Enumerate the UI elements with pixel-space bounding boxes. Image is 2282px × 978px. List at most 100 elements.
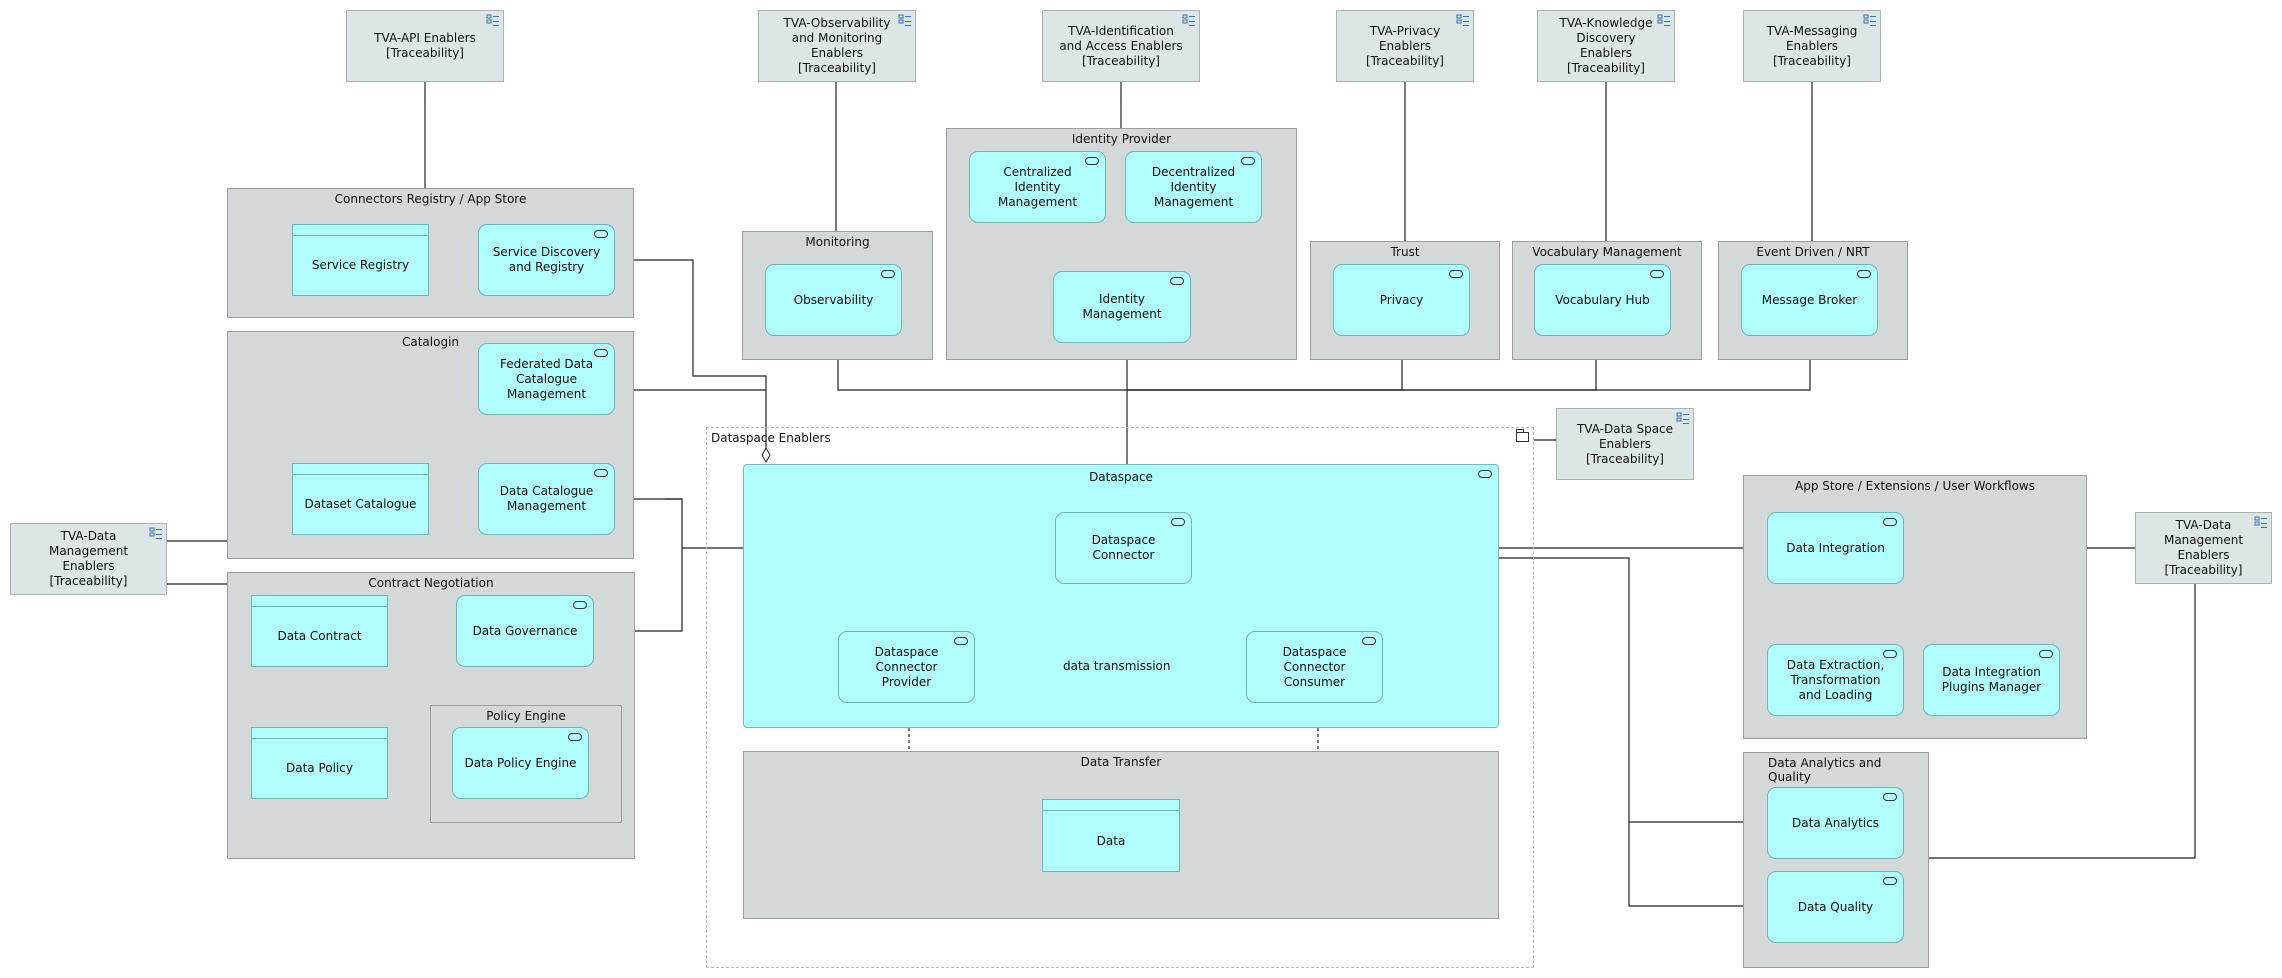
tva-identification-enablers[interactable]: TVA-Identification and Access Enablers [… [1042, 10, 1200, 82]
data-governance-label: Data Governance [472, 623, 578, 638]
data-quality-label: Data Quality [1797, 899, 1874, 914]
service-data-etl[interactable]: Data Extraction, Transformation and Load… [1767, 644, 1904, 716]
requirement-icon [1676, 412, 1689, 424]
service-icon [1883, 793, 1897, 801]
service-icon [1171, 518, 1185, 526]
tva-dataspace-enablers[interactable]: TVA-Data Space Enablers [Traceability] [1556, 408, 1694, 480]
data-integration-plugins-label: Data Integration Plugins Manager [1941, 665, 2042, 694]
group-event-driven-title: Event Driven / NRT [1756, 245, 1870, 259]
data-object-service-registry[interactable]: Service Registry [292, 224, 429, 296]
link-dm-right-analytics [1929, 584, 2196, 859]
tva-data-management-right-label: TVA-Data Management Enablers [Traceabili… [2163, 518, 2244, 577]
service-data-governance[interactable]: Data Governance [456, 595, 594, 667]
service-icon [954, 637, 968, 645]
data-policy-engine-label: Data Policy Engine [464, 755, 577, 770]
group-monitoring-title: Monitoring [805, 235, 870, 249]
tva-dataspace-enablers-label: TVA-Data Space Enablers [Traceability] [1576, 421, 1674, 466]
service-decentralized-identity[interactable]: Decentralized Identity Management [1125, 151, 1262, 223]
requirement-icon [1863, 14, 1876, 26]
service-icon [594, 469, 608, 477]
service-data-catalogue-management[interactable]: Data Catalogue Management [478, 463, 615, 535]
data-transmission-label: data transmission [1061, 659, 1173, 673]
message-broker-label: Message Broker [1761, 292, 1858, 307]
identity-management-label: Identity Management [1082, 292, 1162, 321]
service-privacy[interactable]: Privacy [1333, 264, 1470, 336]
data-catalogue-management-label: Data Catalogue Management [499, 484, 594, 513]
service-icon [2039, 650, 2053, 658]
requirement-icon [149, 527, 162, 539]
tva-messaging-enablers[interactable]: TVA-Messaging Enablers [Traceability] [1743, 10, 1881, 82]
service-centralized-identity[interactable]: Centralized Identity Management [969, 151, 1106, 223]
service-icon [573, 601, 587, 609]
data-object-data-policy[interactable]: Data Policy [251, 727, 388, 799]
dataset-catalogue-label: Dataset Catalogue [304, 497, 417, 511]
service-icon [881, 270, 895, 278]
group-app-store-title: App Store / Extensions / User Workflows [1795, 479, 2035, 493]
service-connector-provider[interactable]: Dataspace Connector Provider [838, 631, 975, 703]
service-dataspace-connector[interactable]: Dataspace Connector [1055, 512, 1192, 584]
connector-provider-label: Dataspace Connector Provider [874, 644, 939, 689]
service-registry-label: Service Registry [311, 258, 410, 272]
link-connector-quality [1628, 822, 1768, 907]
tva-identification-enablers-label: TVA-Identification and Access Enablers [… [1059, 23, 1183, 68]
data-object-data-contract[interactable]: Data Contract [251, 595, 388, 667]
service-vocabulary-hub[interactable]: Vocabulary Hub [1534, 264, 1671, 336]
group-data-transfer-title: Data Transfer [1080, 755, 1162, 769]
tva-api-enablers-label: TVA-API Enablers [Traceability] [374, 31, 476, 60]
tva-privacy-enablers-label: TVA-Privacy Enablers [Traceability] [1366, 23, 1444, 68]
service-icon [1883, 877, 1897, 885]
service-icon [1883, 518, 1897, 526]
link-discovery-connector [617, 259, 771, 464]
service-observability[interactable]: Observability [765, 264, 902, 336]
data-analytics-label: Data Analytics [1792, 815, 1879, 830]
service-connector-consumer[interactable]: Dataspace Connector Consumer [1246, 631, 1383, 703]
group-identity-provider-title: Identity Provider [1071, 132, 1172, 146]
group-dataspace-enablers[interactable]: Dataspace Enablers [706, 427, 1534, 968]
data-contract-label: Data Contract [277, 629, 362, 643]
tva-observability-enablers[interactable]: TVA-Observability and Monitoring Enabler… [758, 10, 916, 82]
service-identity-management[interactable]: Identity Management [1053, 271, 1191, 343]
data-integration-label: Data Integration [1786, 540, 1885, 555]
group-policy-engine-title: Policy Engine [486, 709, 566, 723]
folder-icon [1516, 429, 1529, 442]
tva-knowledge-enablers[interactable]: TVA-Knowledge Discovery Enablers [Tracea… [1537, 10, 1675, 82]
service-discovery-label: Service Discovery and Registry [492, 245, 601, 274]
service-data-policy-engine[interactable]: Data Policy Engine [452, 727, 589, 799]
service-icon [594, 230, 608, 238]
service-icon [594, 349, 608, 357]
service-federated-catalogue[interactable]: Federated Data Catalogue Management [478, 343, 615, 415]
requirement-icon [486, 14, 499, 26]
group-vocabulary-management-title: Vocabulary Management [1532, 245, 1682, 259]
service-icon [1085, 157, 1099, 165]
centralized-identity-label: Centralized Identity Management [997, 164, 1078, 209]
data-policy-label: Data Policy [286, 761, 353, 775]
connector-consumer-label: Dataspace Connector Consumer [1282, 644, 1347, 689]
service-data-analytics[interactable]: Data Analytics [1767, 787, 1904, 859]
requirement-icon [1456, 14, 1469, 26]
service-data-integration[interactable]: Data Integration [1767, 512, 1904, 584]
group-catalogin-title: Catalogin [401, 335, 460, 349]
service-discovery-registry[interactable]: Service Discovery and Registry [478, 224, 615, 296]
tva-privacy-enablers[interactable]: TVA-Privacy Enablers [Traceability] [1336, 10, 1474, 82]
data-object-dataset-catalogue[interactable]: Dataset Catalogue [292, 463, 429, 535]
service-data-integration-plugins[interactable]: Data Integration Plugins Manager [1923, 644, 2060, 716]
group-data-analytics-quality-title: Data Analytics and Quality [1768, 756, 1882, 784]
tva-data-management-left-label: TVA-Data Management Enablers [Traceabili… [48, 529, 129, 588]
service-icon [1449, 270, 1463, 278]
requirement-icon [1182, 14, 1195, 26]
service-icon [1170, 277, 1184, 285]
tva-api-enablers[interactable]: TVA-API Enablers [Traceability] [346, 10, 504, 82]
tva-observability-enablers-label: TVA-Observability and Monitoring Enabler… [783, 16, 891, 75]
data-object-data[interactable]: Data [1042, 799, 1180, 872]
tva-knowledge-enablers-label: TVA-Knowledge Discovery Enablers [Tracea… [1559, 16, 1653, 75]
service-icon [1857, 270, 1871, 278]
service-data-quality[interactable]: Data Quality [1767, 871, 1904, 943]
group-trust-title: Trust [1390, 245, 1420, 259]
group-dataspace-enablers-title: Dataspace Enablers [711, 431, 831, 445]
service-message-broker[interactable]: Message Broker [1741, 264, 1878, 336]
tva-data-management-left[interactable]: TVA-Data Management Enablers [Traceabili… [10, 523, 167, 595]
vocabulary-hub-label: Vocabulary Hub [1555, 292, 1650, 307]
group-dataspace-title: Dataspace [1089, 470, 1153, 484]
group-contract-negotiation-title: Contract Negotiation [368, 576, 494, 590]
tva-data-management-right[interactable]: TVA-Data Management Enablers [Traceabili… [2135, 512, 2272, 584]
